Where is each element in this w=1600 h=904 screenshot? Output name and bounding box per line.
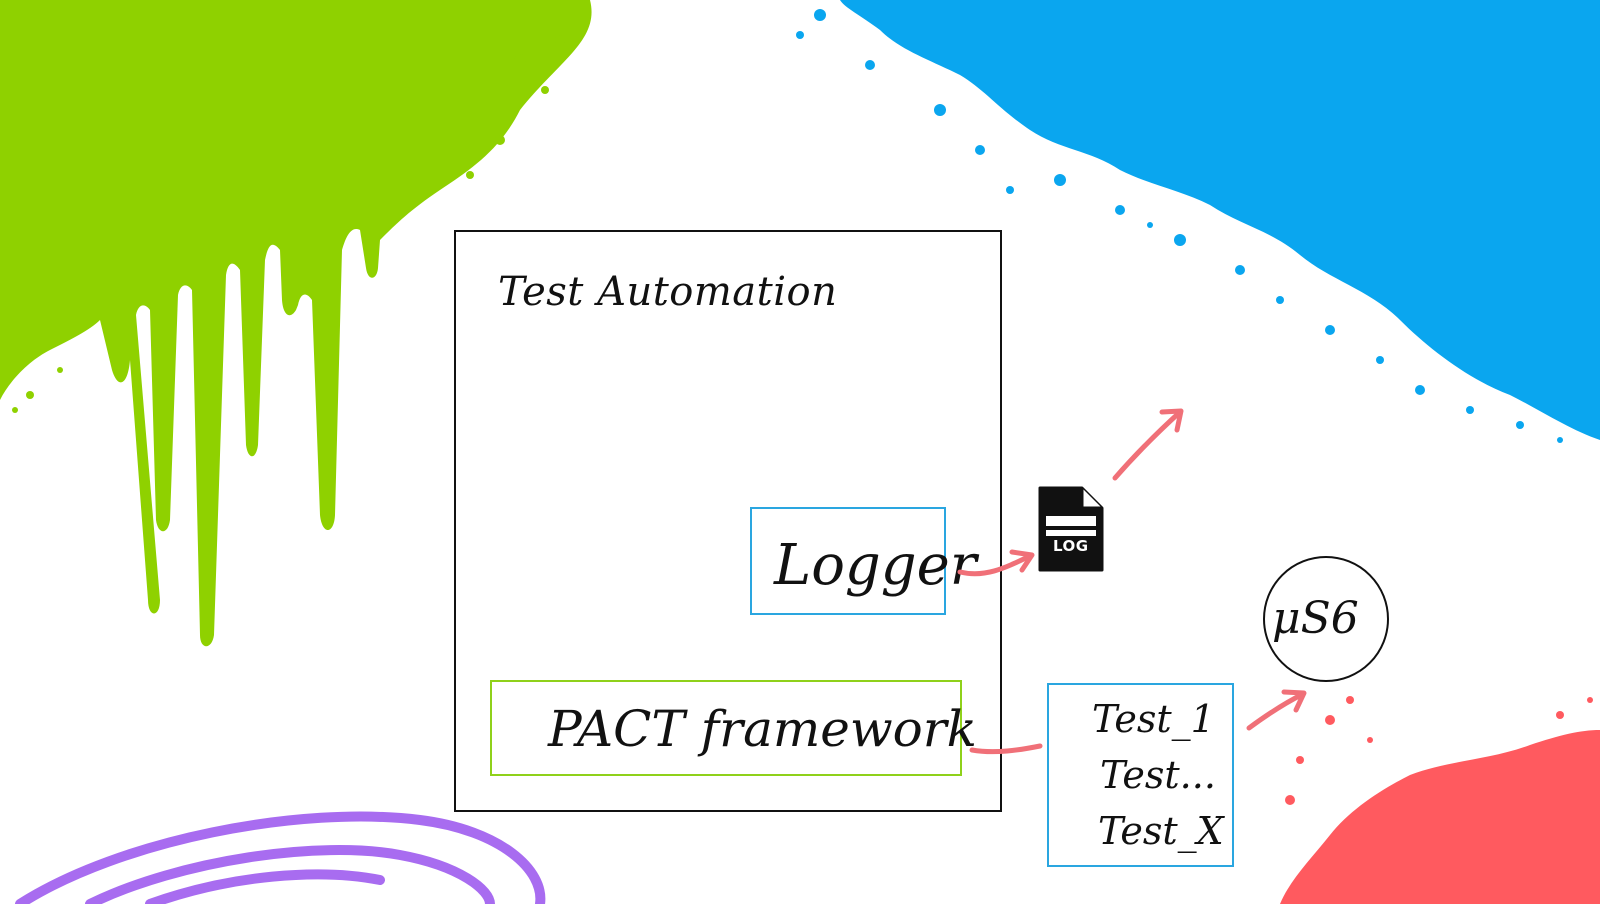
log-to-output-arrow bbox=[1115, 411, 1181, 478]
framework-to-tests-arrow bbox=[972, 746, 1040, 752]
tests-to-service-arrow bbox=[1249, 692, 1304, 728]
logger-to-log-arrow bbox=[960, 552, 1032, 574]
